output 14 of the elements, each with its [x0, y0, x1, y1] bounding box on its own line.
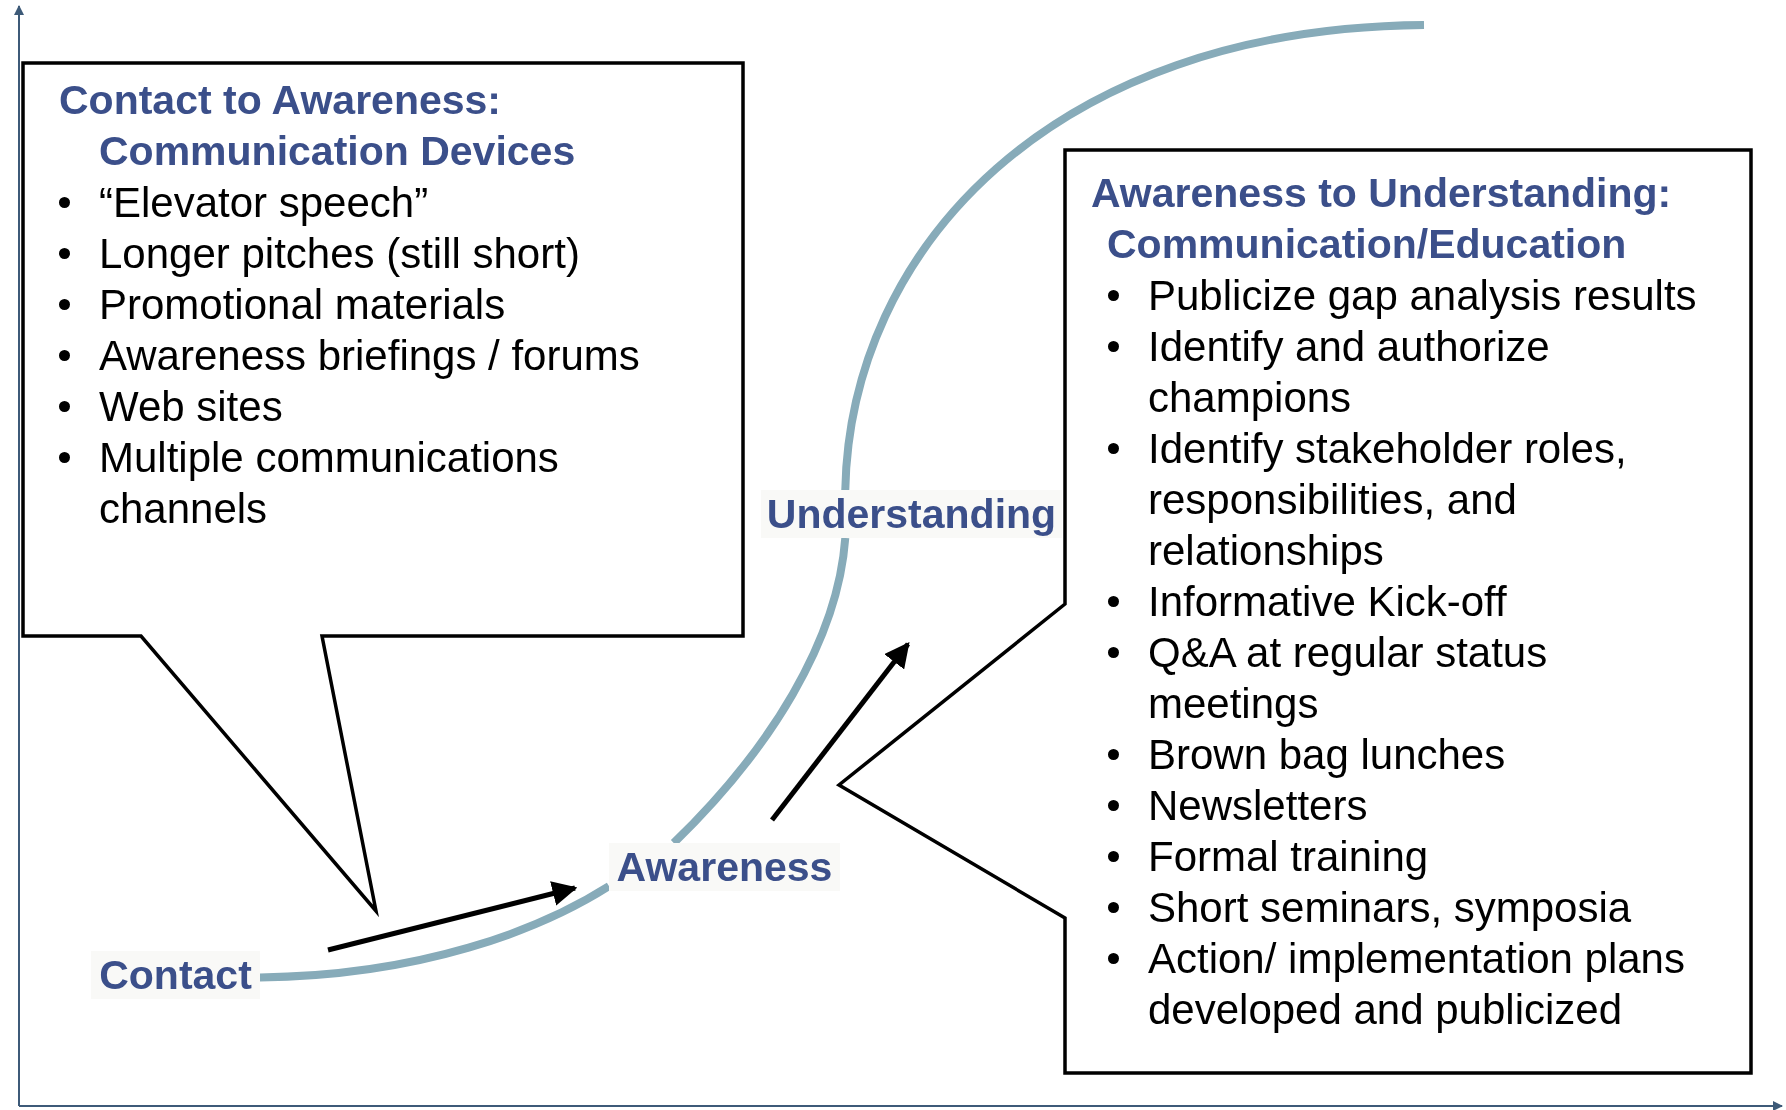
bullet-text: Action/ implementation plans developed and publicized [1148, 934, 1686, 1035]
stage-label: Understanding [761, 490, 1062, 538]
bullet-text: Brown bag lunches [1148, 730, 1507, 780]
bullet-text: Newsletters [1148, 781, 1369, 831]
callout-heading: Awareness to Understanding: Communication/Education [1091, 169, 1673, 269]
stage-label: Contact [91, 951, 260, 999]
curve-connector [841, 21, 1425, 491]
bullet-text: Short seminars, symposia [1148, 883, 1633, 933]
bullet-text: Publicize gap analysis results [1148, 271, 1698, 321]
bullet-text: Identify stakeholder roles, responsibilities, and relationships [1148, 424, 1628, 576]
bullet-text: Formal training [1148, 832, 1430, 882]
bullet-text: Identify and authorize champions [1148, 322, 1551, 423]
bullet-text: Informative Kick-off [1148, 577, 1508, 627]
bullet-text: Q&A at regular status meetings [1148, 628, 1549, 729]
